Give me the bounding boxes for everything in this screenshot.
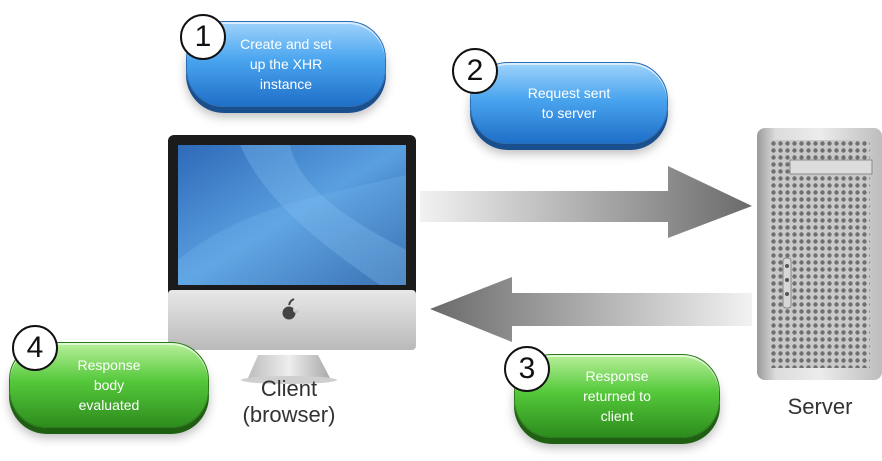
step-1-pill: Create and set up the XHR instance xyxy=(186,21,386,107)
client-label: Client (browser) xyxy=(242,376,336,427)
apple-logo-icon xyxy=(282,298,299,320)
step-2-badge: 2 xyxy=(452,48,498,94)
step-4-text: Response body evaluated xyxy=(77,357,141,413)
step-3-text: Response returned to client xyxy=(583,368,651,424)
step-2-text: Request sent to server xyxy=(527,85,611,121)
step-1-badge: 1 xyxy=(180,14,226,60)
tower-server-icon xyxy=(757,128,882,380)
step-2-pill: Request sent to server xyxy=(470,62,668,144)
step-4-badge: 4 xyxy=(12,325,58,371)
server-label: Server xyxy=(787,394,853,419)
response-arrow xyxy=(430,277,752,342)
step-3-badge: 3 xyxy=(504,346,550,392)
request-arrow xyxy=(420,166,752,238)
imac-icon xyxy=(168,135,416,384)
step-1-text: Create and set up the XHR instance xyxy=(240,36,332,92)
